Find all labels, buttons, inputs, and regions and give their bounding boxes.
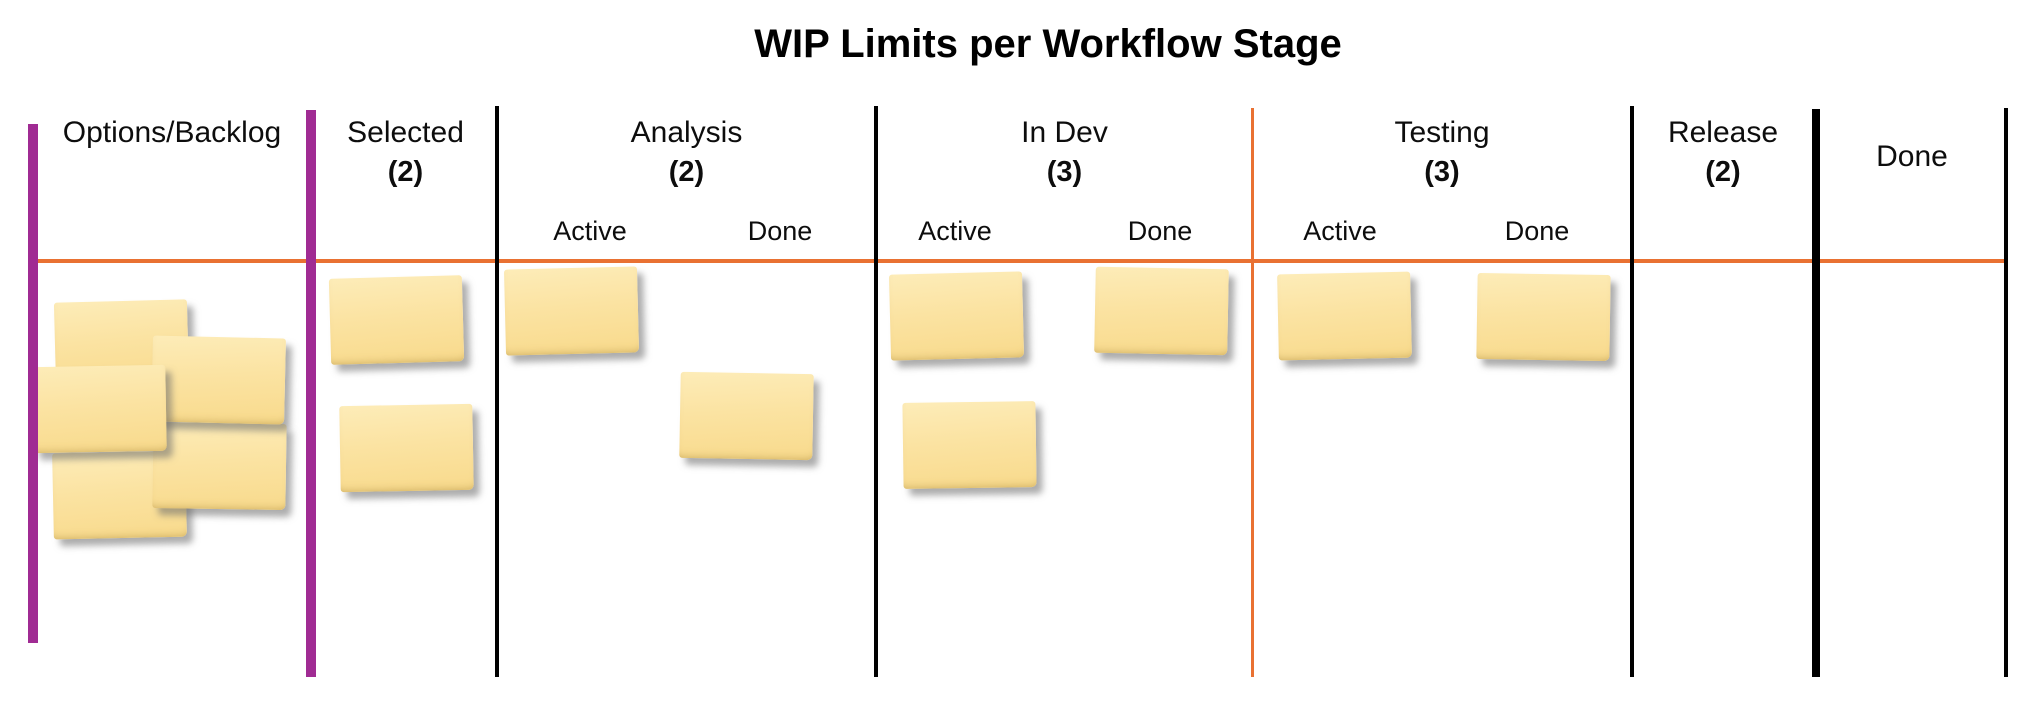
column-label: Testing: [1394, 116, 1490, 149]
column-label: Options/Backlog: [62, 116, 282, 149]
column-header-testing: Testing (3): [1254, 114, 1630, 192]
sublane-label-analysis-active: Active: [553, 216, 627, 246]
page-title: WIP Limits per Workflow Stage: [754, 22, 1342, 66]
column-header-done: Done: [1820, 138, 2004, 176]
divider-options-selected-purple: [306, 110, 316, 677]
divider-release-done-thick: [1812, 109, 1820, 677]
sticky-note[interactable]: [1476, 272, 1611, 362]
sticky-note[interactable]: [32, 364, 167, 454]
sticky-note[interactable]: [152, 421, 287, 511]
sublane-label-indev-done: Done: [1127, 216, 1193, 246]
column-header-options-backlog: Options/Backlog: [38, 114, 306, 152]
column-header-release: Release (2): [1634, 114, 1812, 192]
sticky-note[interactable]: [1094, 266, 1229, 356]
wip-limit-badge: (3): [1046, 156, 1083, 188]
column-header-in-dev: In Dev (3): [878, 114, 1251, 192]
sticky-note[interactable]: [328, 275, 465, 365]
sticky-note[interactable]: [902, 401, 1037, 489]
column-label: Release: [1667, 116, 1779, 149]
sublane-label-analysis-done: Done: [747, 216, 813, 246]
sticky-note[interactable]: [339, 403, 474, 493]
wip-limit-badge: (2): [668, 156, 705, 188]
divider-selected-analysis: [495, 106, 499, 677]
column-header-selected: Selected (2): [316, 114, 495, 192]
column-label: In Dev: [1021, 116, 1108, 149]
column-header-analysis: Analysis (2): [499, 114, 874, 192]
column-label: Analysis: [630, 116, 743, 149]
wip-limit-badge: (2): [1705, 156, 1741, 188]
sticky-note[interactable]: [503, 266, 640, 356]
sublane-label-testing-done: Done: [1504, 216, 1570, 246]
sticky-note[interactable]: [151, 335, 286, 425]
divider-indev-testing-orange: [1251, 108, 1254, 677]
column-label: Selected: [347, 116, 464, 149]
column-label: Done: [1876, 140, 1948, 173]
divider-done-right: [2004, 108, 2008, 677]
divider-testing-release: [1630, 106, 1634, 677]
wip-limit-badge: (3): [1424, 156, 1460, 188]
wip-limit-badge: (2): [387, 156, 424, 188]
sublane-label-indev-active: Active: [918, 216, 992, 246]
sticky-note[interactable]: [1277, 271, 1412, 361]
sticky-note[interactable]: [679, 371, 814, 461]
divider-options-left-purple: [28, 124, 38, 643]
header-rule-orange: [28, 259, 2006, 263]
divider-analysis-indev: [874, 106, 878, 677]
sticky-note[interactable]: [888, 271, 1025, 361]
sublane-label-testing-active: Active: [1303, 216, 1377, 246]
